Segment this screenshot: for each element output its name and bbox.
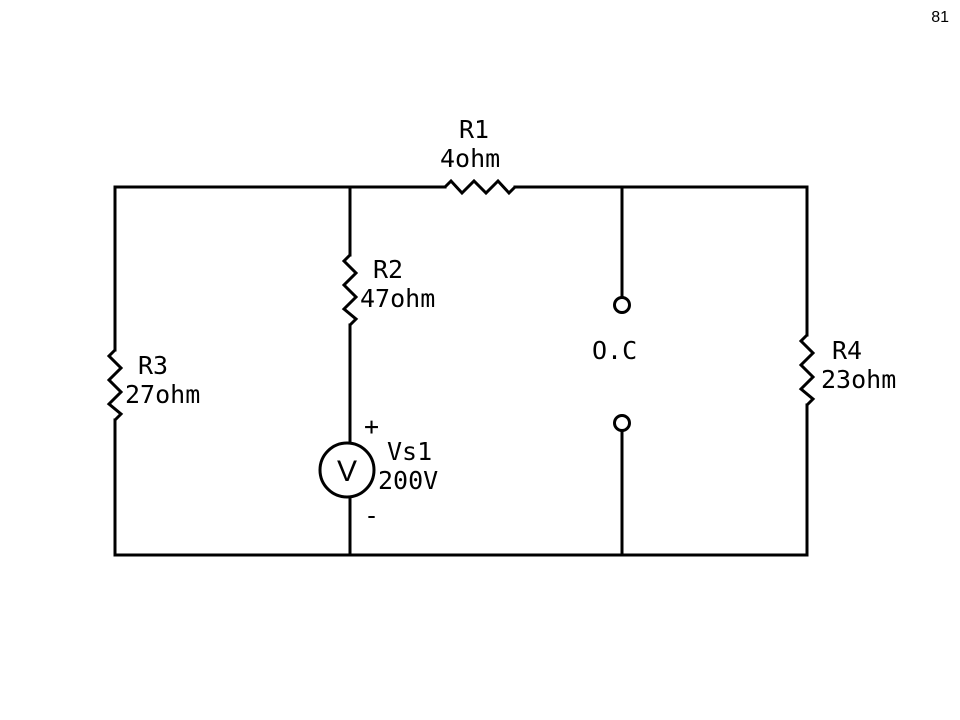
r1-name: R1: [459, 115, 489, 144]
resistor-r1: [443, 178, 517, 196]
oc-terminal-bottom: [613, 414, 631, 432]
vs1-plus: +: [364, 412, 379, 441]
r3-value: 27ohm: [125, 380, 200, 409]
voltage-source-vs1: V: [318, 441, 376, 499]
oc-terminal-top: [613, 296, 631, 314]
r2-value: 47ohm: [360, 284, 435, 313]
resistor-r2: [341, 253, 359, 327]
r2-name: R2: [373, 255, 403, 284]
vs1-circle: [318, 441, 376, 499]
resistor-r4: [798, 333, 816, 407]
resistor-r3: [106, 348, 124, 422]
vs1-value: 200V: [378, 466, 438, 495]
vs1-symbol: V: [337, 455, 357, 488]
open-circuit-label: O.C: [592, 336, 637, 365]
page-number: 81: [931, 9, 949, 26]
r1-value: 4ohm: [440, 144, 500, 173]
wires: [113, 185, 809, 557]
vs1-minus: -: [364, 501, 379, 530]
vs1-name: Vs1: [387, 437, 432, 466]
r4-name: R4: [832, 336, 862, 365]
r4-value: 23ohm: [821, 365, 896, 394]
r3-name: R3: [138, 351, 168, 380]
